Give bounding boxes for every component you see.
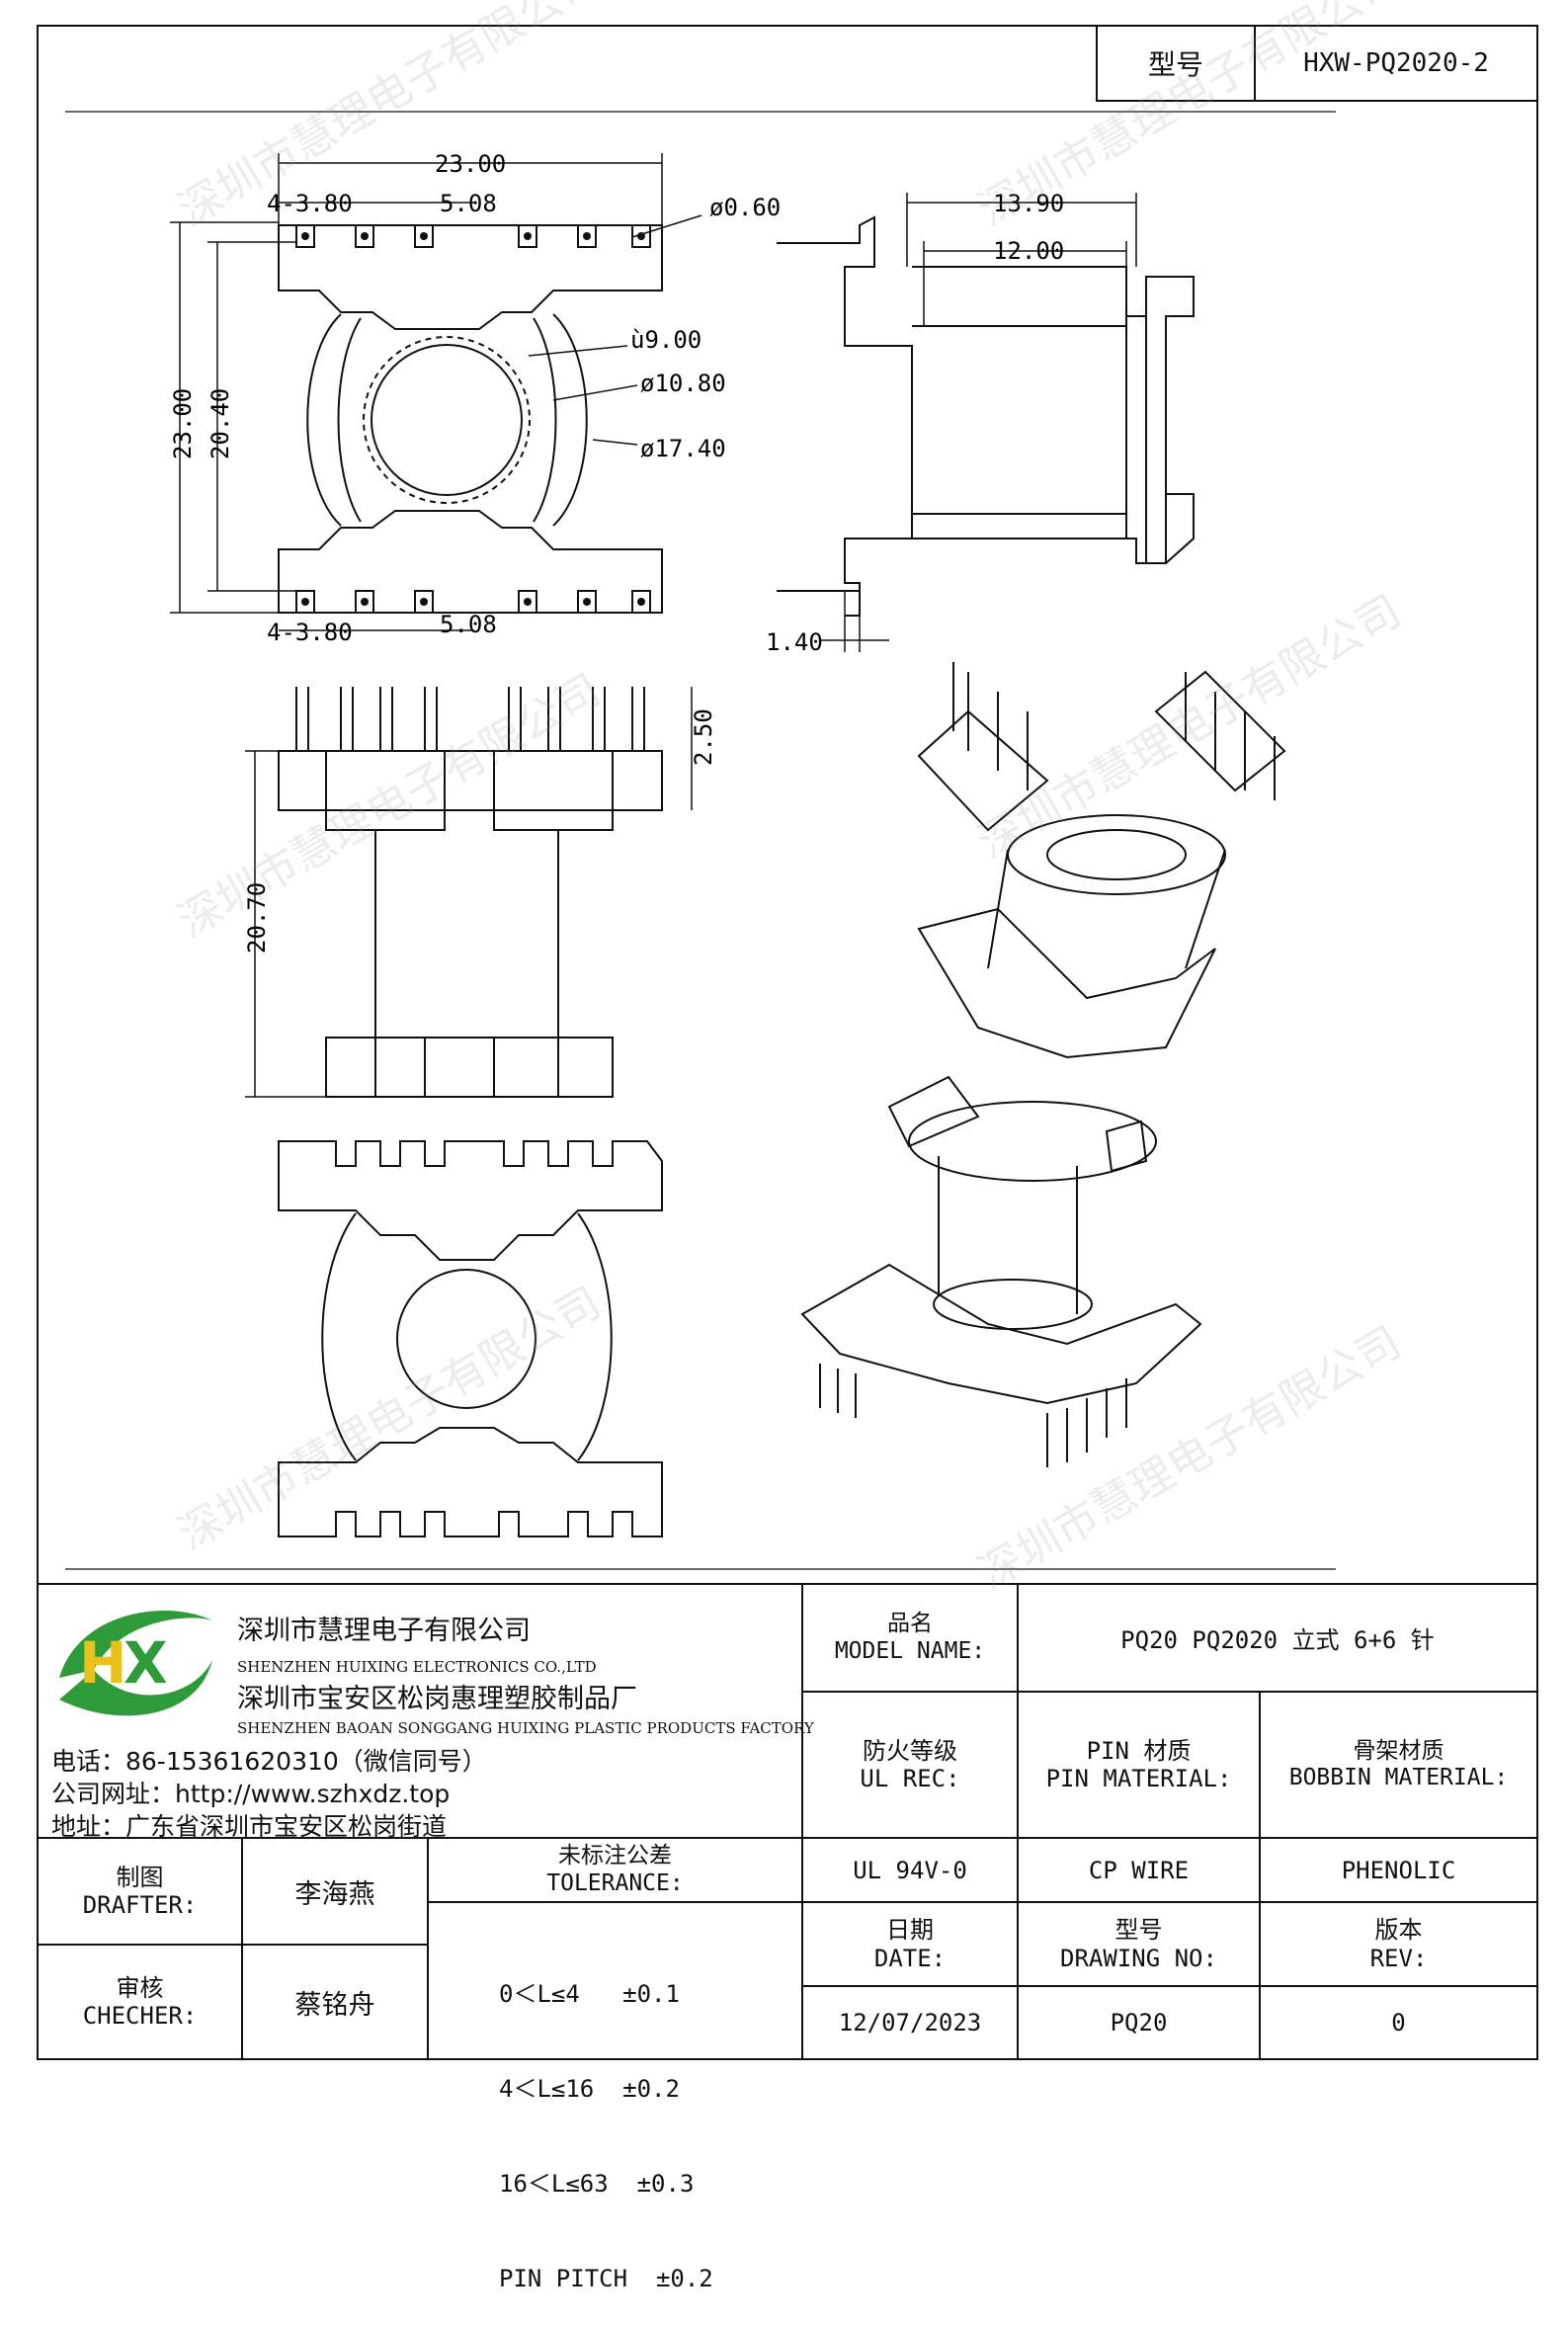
svg-text:X: X <box>124 1629 168 1697</box>
isometric-view-top <box>917 662 1286 1059</box>
rev-value: 0 <box>1391 2009 1406 2036</box>
label-cn: PIN 材质 <box>1086 1736 1192 1765</box>
model-name-label: 品名 MODEL NAME: <box>802 1584 1018 1692</box>
label-cn: 骨架材质 <box>1353 1737 1444 1764</box>
dim-pin-diameter: ø0.60 <box>709 194 781 221</box>
top-view-drawing <box>170 153 702 631</box>
dim-body-12-00: 12.00 <box>993 237 1064 265</box>
label-en: REV: <box>1369 1944 1428 1972</box>
tolerance-list: 0＜L≤4 ±0.1 4＜L≤16 ±0.2 16＜L≤63 ±0.3 PIN … <box>499 1915 713 2326</box>
isometric-view-bottom <box>800 1075 1202 1467</box>
dim-inner-20-40: 20.40 <box>206 388 234 459</box>
dim-width-23: 23.00 <box>435 150 506 178</box>
drafter-value: 李海燕 <box>294 1878 375 1910</box>
label-en: PIN MATERIAL: <box>1045 1765 1232 1792</box>
bobbin-material-label: 骨架材质 BOBBIN MATERIAL: <box>1260 1692 1537 1838</box>
drawing-no-value: PQ20 <box>1110 2009 1168 2036</box>
label-en: DRAFTER: <box>82 1891 198 1919</box>
tolerance-row: 16＜L≤63 ±0.3 <box>499 2170 695 2198</box>
tolerance-row: 4＜L≤16 ±0.2 <box>499 2075 680 2103</box>
dim-total-height-20-70: 20.70 <box>243 882 271 954</box>
dim-pins-3-80: 4-3.80 <box>267 190 353 217</box>
label-cn: 品名 <box>887 1611 933 1637</box>
label-en: MODEL NAME: <box>834 1637 986 1664</box>
ul-rec-value: UL 94V-0 <box>853 1856 967 1884</box>
pin-material-label: PIN 材质 PIN MATERIAL: <box>1018 1692 1260 1838</box>
dim-pitch-bottom: 5.08 <box>440 611 497 638</box>
header-box <box>1096 26 1537 102</box>
company-name-en: SHENZHEN HUIXING ELECTRONICS CO.,LTD <box>237 1658 597 1676</box>
company-website: 公司网址：http://www.szhxdz.top <box>51 1780 451 1808</box>
header-model-label: 型号 <box>1147 48 1203 81</box>
label-en: BOBBIN MATERIAL: <box>1288 1765 1509 1790</box>
svg-text:H: H <box>79 1629 127 1697</box>
dim-core-inner: ù9.00 <box>630 326 701 354</box>
label-en: TOLERANCE: <box>546 1869 684 1896</box>
dim-pins-bottom: 4-3.80 <box>267 619 353 646</box>
bobbin-material-value: PHENOLIC <box>1341 1856 1456 1884</box>
label-cn: 版本 <box>1374 1916 1423 1945</box>
drawing-sheet: 23.00 4-3.80 5.08 ø0.60 23.00 20.40 ù9.0… <box>37 25 1538 2060</box>
label-en: DATE: <box>873 1944 947 1972</box>
tolerance-row: 0＜L≤4 ±0.1 <box>499 1980 680 2008</box>
drawing-no-label: 型号 DRAWING NO: <box>1018 1902 1260 1986</box>
header-model-value: HXW-PQ2020-2 <box>1303 48 1489 78</box>
tolerance-label: 未标注公差 TOLERANCE: <box>428 1838 802 1902</box>
rev-label: 版本 REV: <box>1260 1902 1537 1986</box>
dim-pin-len-2-50: 2.50 <box>690 708 717 766</box>
pin-material-value: CP WIRE <box>1088 1856 1190 1884</box>
label-cn: 审核 <box>116 1973 164 2002</box>
label-en: CHECHER: <box>82 2002 198 2030</box>
tolerance-row: PIN PITCH ±0.2 <box>499 2265 713 2292</box>
dim-core-outer: ø17.40 <box>640 435 726 462</box>
front-view-drawing <box>245 687 693 1098</box>
checker-value: 蔡铭舟 <box>294 1989 375 2021</box>
factory-name-en: SHENZHEN BAOAN SONGGANG HUIXING PLASTIC … <box>237 1719 814 1737</box>
ul-rec-label: 防火等级 UL REC: <box>802 1692 1018 1838</box>
label-cn: 未标注公差 <box>558 1843 672 1869</box>
company-name-cn: 深圳市慧理电子有限公司 <box>237 1616 531 1646</box>
dim-core-mid: ø10.80 <box>640 370 726 397</box>
company-address: 地址：广东省深圳市宝安区松岗街道 <box>51 1812 448 1841</box>
factory-name-cn: 深圳市宝安区松岗惠理塑胶制品厂 <box>237 1684 637 1714</box>
company-phone: 电话：86-15361620310（微信同号） <box>51 1747 487 1776</box>
dim-flange-13-90: 13.90 <box>993 190 1064 217</box>
dim-pitch-5-08: 5.08 <box>440 190 497 217</box>
date-label: 日期 DATE: <box>802 1902 1018 1986</box>
label-cn: 型号 <box>1114 1916 1163 1945</box>
model-name-value: PQ20 PQ2020 立式 6+6 针 <box>1120 1626 1435 1654</box>
sheet-border <box>37 25 1538 2060</box>
drafter-label: 制图 DRAFTER: <box>38 1838 242 1945</box>
label-en: DRAWING NO: <box>1060 1944 1217 1972</box>
side-view-drawing <box>777 193 1195 652</box>
date-value: 12/07/2023 <box>838 2009 982 2036</box>
company-logo: H X <box>59 1610 212 1716</box>
label-cn: 日期 <box>886 1916 934 1945</box>
checker-label: 审核 CHECHER: <box>38 1945 242 2059</box>
bottom-view-drawing <box>278 1140 663 1537</box>
label-en: UL REC: <box>860 1765 960 1792</box>
title-block-grid <box>38 1583 1537 2059</box>
dim-pin-offset-1-40: 1.40 <box>766 628 823 656</box>
dim-height-23: 23.00 <box>169 388 197 459</box>
label-cn: 制图 <box>116 1863 164 1891</box>
label-cn: 防火等级 <box>863 1736 957 1765</box>
